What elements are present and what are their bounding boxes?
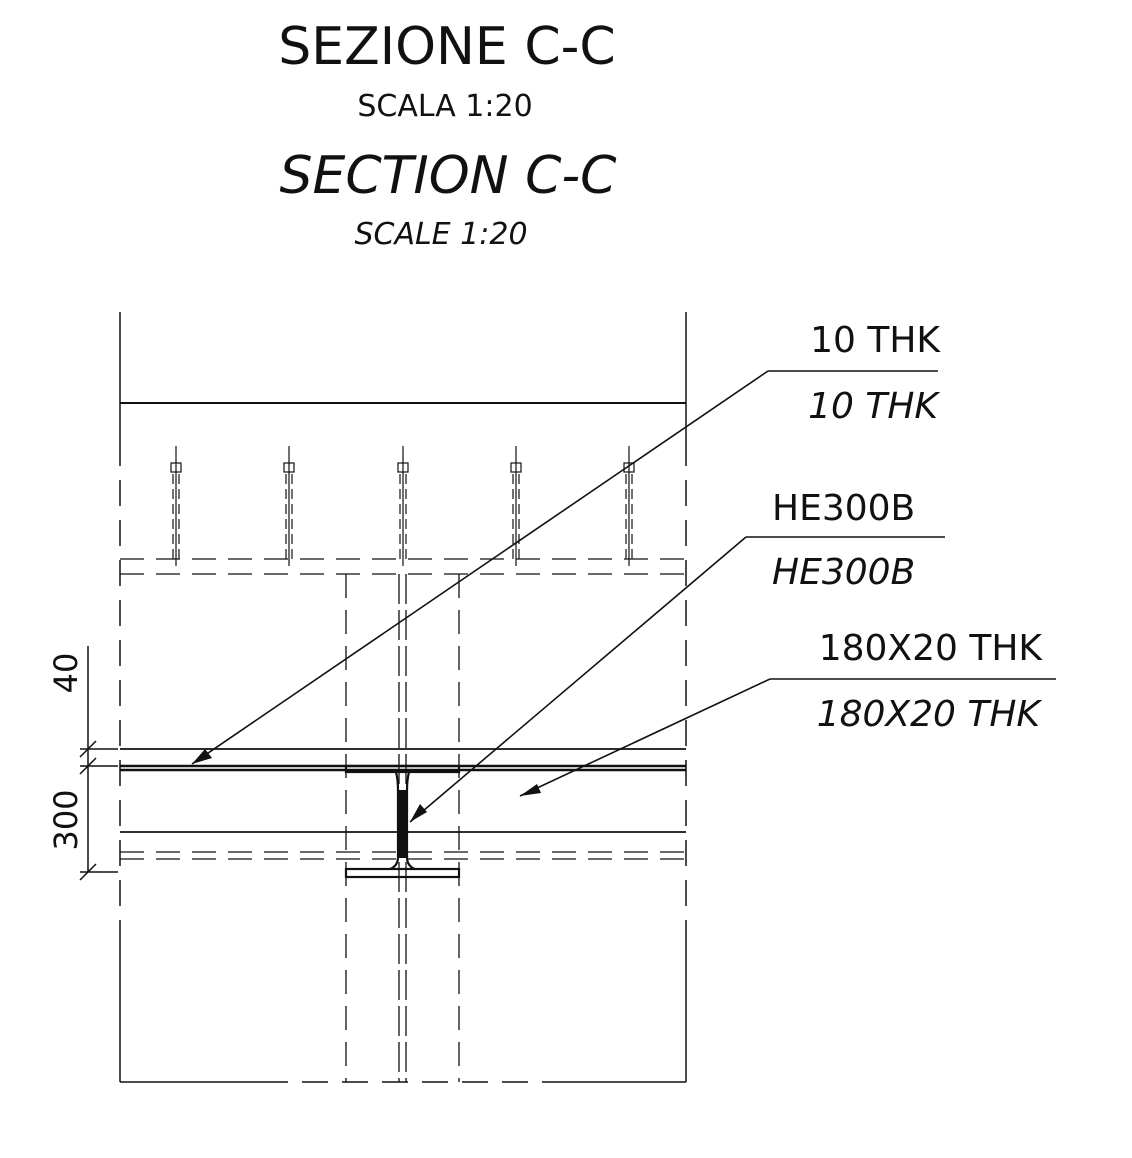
web-fill — [399, 790, 406, 858]
arrowhead-plate — [192, 749, 212, 764]
callout-beam-it: HE300B — [772, 488, 915, 529]
title-italian: SEZIONE C-C — [278, 17, 615, 77]
top-flange — [344, 764, 461, 774]
callout-labels: 10 THK 10 THK HE300B HE300B 180X20 THK 1… — [772, 320, 1043, 735]
title-english: SECTION C-C — [279, 146, 617, 206]
title-block: SEZIONE C-C SCALA 1:20 SECTION C-C SCALE… — [278, 17, 617, 252]
bottom-flange — [344, 867, 461, 879]
dimension-40-label: 40 — [47, 653, 85, 694]
anchor-bolt — [170, 446, 182, 566]
leader-flatbar — [519, 678, 771, 797]
dimension-chain — [79, 646, 118, 881]
scale-italian: SCALA 1:20 — [357, 89, 532, 124]
dimension-300-label: 300 — [47, 789, 85, 850]
arrowhead-beam — [410, 804, 427, 822]
arrowhead-flatbar — [520, 784, 541, 796]
scale-english: SCALE 1:20 — [354, 217, 527, 252]
leader-lines — [191, 370, 1056, 823]
callout-beam-en: HE300B — [772, 552, 915, 593]
steel-members — [120, 748, 686, 879]
leader-beam — [409, 536, 747, 823]
anchor-bolt — [283, 446, 295, 566]
anchor-bolt — [397, 446, 409, 566]
leader-arrowheads — [192, 749, 541, 822]
callout-flatbar-it: 180X20 THK — [819, 628, 1044, 669]
leader-plate — [191, 370, 769, 765]
he300b-ibeam — [344, 764, 461, 879]
anchor-bolts — [170, 446, 635, 566]
tick-3 — [79, 863, 97, 881]
callout-flatbar-en: 180X20 THK — [817, 694, 1043, 735]
web-left — [389, 771, 400, 871]
tick-2 — [79, 757, 97, 775]
frame-lines — [119, 312, 687, 1083]
callout-plate-en: 10 THK — [808, 386, 940, 427]
web-right — [405, 771, 416, 871]
tick-1 — [79, 740, 97, 758]
anchor-bolt — [510, 446, 522, 566]
callout-plate-it: 10 THK — [810, 320, 941, 361]
